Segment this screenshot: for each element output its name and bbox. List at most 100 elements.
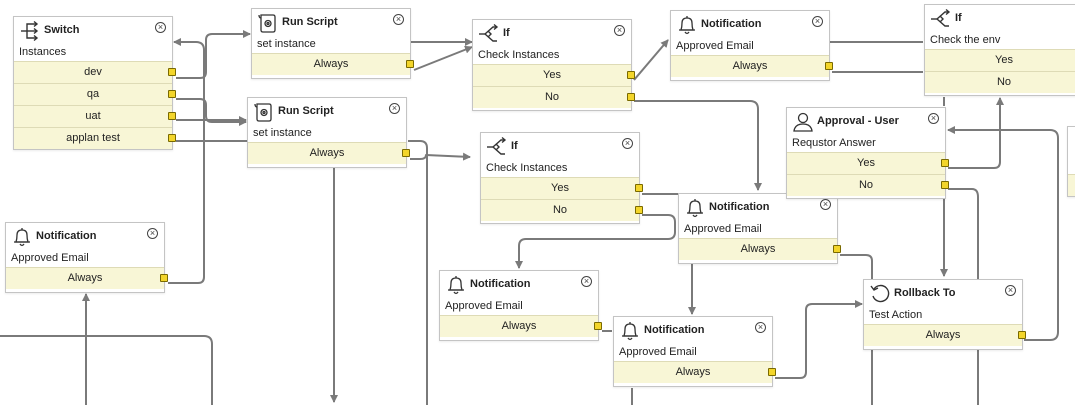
output-port[interactable] xyxy=(635,184,643,192)
output-label: Always xyxy=(501,320,537,332)
output-yes[interactable]: Yes xyxy=(481,177,643,199)
output-dev[interactable]: dev xyxy=(14,61,176,83)
node-title: Notification xyxy=(470,278,531,290)
notification-node[interactable]: Notification × Approved Email Always xyxy=(678,193,841,264)
output-label: qa xyxy=(86,88,100,100)
close-icon[interactable]: × xyxy=(812,16,823,27)
output-always[interactable]: Always xyxy=(614,361,776,383)
run-script-node[interactable]: Run Script × set instance Always xyxy=(251,8,414,79)
wire xyxy=(948,97,1004,169)
output-yes[interactable]: Yes xyxy=(925,49,1075,71)
node-title: Notification xyxy=(36,230,97,242)
close-icon[interactable]: × xyxy=(755,322,766,333)
switch-node[interactable]: Switch × Instances dev qa uat applan tes… xyxy=(13,16,176,150)
close-icon[interactable]: × xyxy=(581,276,592,287)
output-no[interactable]: No xyxy=(481,199,643,221)
script-icon xyxy=(258,14,276,33)
branch-icon xyxy=(487,136,507,155)
node-title: If xyxy=(955,12,962,24)
output-port[interactable] xyxy=(768,368,776,376)
notification-node[interactable]: Notification × Approved Email Always xyxy=(5,222,168,293)
close-icon[interactable]: × xyxy=(820,199,831,210)
notification-node[interactable]: Notification × Approved Email Always xyxy=(439,270,602,341)
output-port[interactable] xyxy=(160,274,168,282)
node-title: If xyxy=(503,27,510,39)
bell-icon xyxy=(14,228,30,247)
output-port[interactable] xyxy=(168,68,176,76)
output-always[interactable]: Always xyxy=(6,267,168,289)
output-port[interactable] xyxy=(941,181,949,189)
run-script-node[interactable]: Run Script × set instance Always xyxy=(247,97,410,168)
partial-node[interactable] xyxy=(1067,126,1075,197)
output-always[interactable]: Always xyxy=(864,324,1026,346)
output-port[interactable] xyxy=(825,62,833,70)
close-icon[interactable]: × xyxy=(928,113,939,124)
output-always[interactable] xyxy=(1068,174,1075,196)
wire xyxy=(410,152,471,161)
output-label: uat xyxy=(85,110,101,122)
notification-node[interactable]: Notification × Approved Email Always xyxy=(670,10,833,81)
wire xyxy=(775,300,863,379)
close-icon[interactable]: × xyxy=(155,22,166,33)
node-title: Switch xyxy=(44,24,80,36)
node-subtitle: Requstor Answer xyxy=(792,137,876,149)
close-icon[interactable]: × xyxy=(393,14,404,25)
node-subtitle: Approved Email xyxy=(445,300,523,312)
wire xyxy=(176,30,251,79)
close-icon[interactable]: × xyxy=(147,228,158,239)
wire xyxy=(947,126,1059,341)
output-label: Always xyxy=(675,366,711,378)
output-port[interactable] xyxy=(1018,331,1026,339)
output-port[interactable] xyxy=(635,206,643,214)
if-node[interactable]: If × Check Instances Yes No xyxy=(480,132,643,224)
output-always[interactable]: Always xyxy=(679,238,841,260)
output-label: No xyxy=(544,91,560,103)
wire xyxy=(0,335,213,405)
output-yes[interactable]: Yes xyxy=(787,152,949,174)
output-qa[interactable]: qa xyxy=(14,83,176,105)
output-yes[interactable]: Yes xyxy=(473,64,635,86)
if-node[interactable]: If × Check Instances Yes No xyxy=(472,19,635,111)
node-subtitle: set instance xyxy=(257,38,316,50)
output-port[interactable] xyxy=(168,90,176,98)
output-always[interactable]: Always xyxy=(671,55,833,77)
output-port[interactable] xyxy=(594,322,602,330)
output-always[interactable]: Always xyxy=(252,53,414,75)
output-label: applan test xyxy=(66,132,120,144)
output-no[interactable]: No xyxy=(473,86,635,108)
output-port[interactable] xyxy=(627,93,635,101)
output-port[interactable] xyxy=(941,159,949,167)
close-icon[interactable]: × xyxy=(622,138,633,149)
node-title: Rollback To xyxy=(894,287,956,299)
output-port[interactable] xyxy=(833,245,841,253)
branch-icon xyxy=(931,8,951,27)
bell-icon xyxy=(622,322,638,341)
output-applan-test[interactable]: applan test xyxy=(14,127,176,149)
output-port[interactable] xyxy=(168,134,176,142)
node-subtitle: Instances xyxy=(19,46,67,58)
rollback-node[interactable]: Rollback To × Test Action Always xyxy=(863,279,1026,350)
close-icon[interactable]: × xyxy=(389,103,400,114)
output-port[interactable] xyxy=(402,149,410,157)
close-icon[interactable]: × xyxy=(614,25,625,36)
approval-user-node[interactable]: Approval - User × Requstor Answer Yes No xyxy=(786,107,949,199)
output-port[interactable] xyxy=(406,60,414,68)
close-icon[interactable]: × xyxy=(1005,285,1016,296)
node-subtitle: Approved Email xyxy=(676,40,754,52)
output-port[interactable] xyxy=(168,112,176,120)
output-uat[interactable]: uat xyxy=(14,105,176,127)
notification-node[interactable]: Notification × Approved Email Always xyxy=(613,316,776,387)
output-no[interactable]: No xyxy=(925,71,1075,93)
node-subtitle: Approved Email xyxy=(684,223,762,235)
node-title: Notification xyxy=(644,324,705,336)
bell-icon xyxy=(687,199,703,218)
output-no[interactable]: No xyxy=(787,174,949,196)
node-subtitle: Test Action xyxy=(869,309,923,321)
output-port[interactable] xyxy=(627,71,635,79)
output-always[interactable]: Always xyxy=(248,142,410,164)
node-title: Notification xyxy=(701,18,762,30)
if-node[interactable]: If Check the env Yes No xyxy=(924,4,1075,96)
output-always[interactable]: Always xyxy=(440,315,602,337)
node-subtitle: Approved Email xyxy=(11,252,89,264)
wire xyxy=(413,45,473,71)
